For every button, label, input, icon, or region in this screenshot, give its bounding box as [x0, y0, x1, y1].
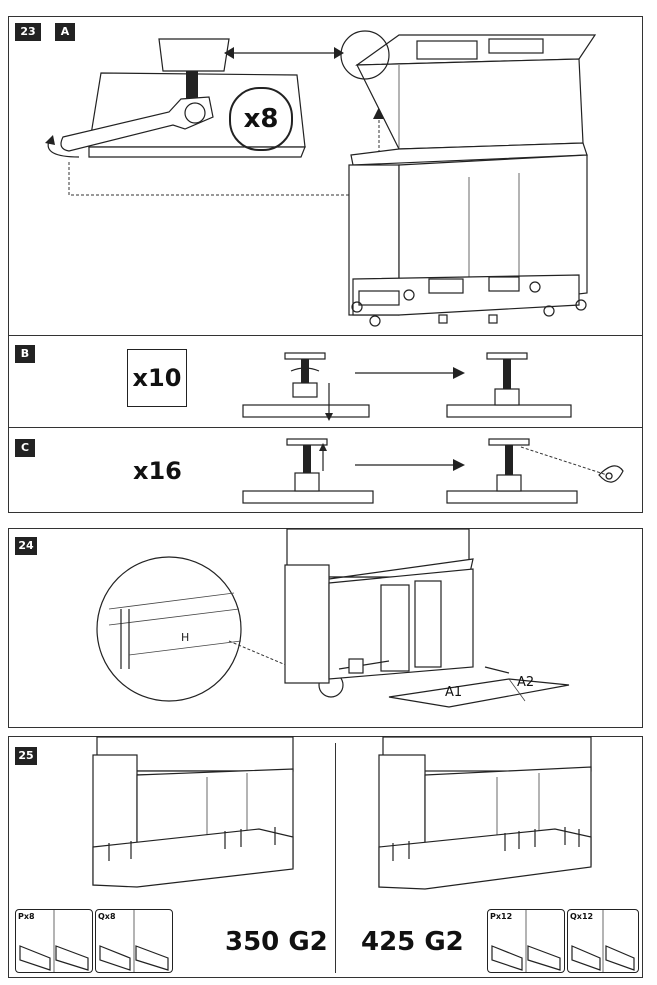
q-hardware-box-right: Qx12: [567, 909, 639, 973]
p-hardware-box-left: Px8: [15, 909, 93, 973]
label-a1: A1: [445, 685, 463, 700]
count-c: x16: [133, 457, 182, 485]
step-number: 25: [15, 747, 37, 765]
substep-label-a: A: [55, 23, 75, 41]
label-h-glyph: H: [181, 631, 189, 644]
q-count-right: Qx12: [570, 912, 594, 921]
count-b: x10: [127, 349, 187, 407]
substep-label-c: C: [15, 439, 35, 457]
double-arrow: [224, 47, 344, 59]
q-count-left: Qx8: [98, 912, 116, 921]
cabinet-illustration: [340, 30, 597, 327]
cabinet-base-illustration: H: [96, 528, 570, 708]
step-25-panel: 25 Px8 Qx8 350: [8, 736, 643, 978]
foot-adjust-b: [242, 352, 572, 421]
eye-icon: [598, 465, 624, 483]
p-count-left: Px8: [18, 912, 35, 921]
p-hardware-box-right: Px12: [487, 909, 565, 973]
label-a2: A2: [517, 675, 535, 690]
step-23-panel: 23 A x8: [8, 16, 643, 513]
wrench-icon: [60, 96, 214, 152]
step-24-panel: 24 H A1 A2: [8, 528, 643, 728]
substep-label-b: B: [15, 345, 35, 363]
cabinet-425-illustration: [378, 736, 592, 890]
cabinet-350-illustration: [92, 736, 294, 888]
center-divider: [335, 743, 336, 973]
model-350: 350 G2: [225, 927, 328, 957]
divider-c: [9, 427, 642, 428]
foot-adjust-c: [242, 438, 624, 504]
p-count-right: Px12: [490, 912, 513, 921]
count-a: x8: [229, 87, 293, 151]
model-425: 425 G2: [361, 927, 464, 957]
q-hardware-box-left: Qx8: [95, 909, 173, 973]
step-number: 24: [15, 537, 37, 555]
divider-b: [9, 335, 642, 336]
step-number: 23: [15, 23, 41, 41]
